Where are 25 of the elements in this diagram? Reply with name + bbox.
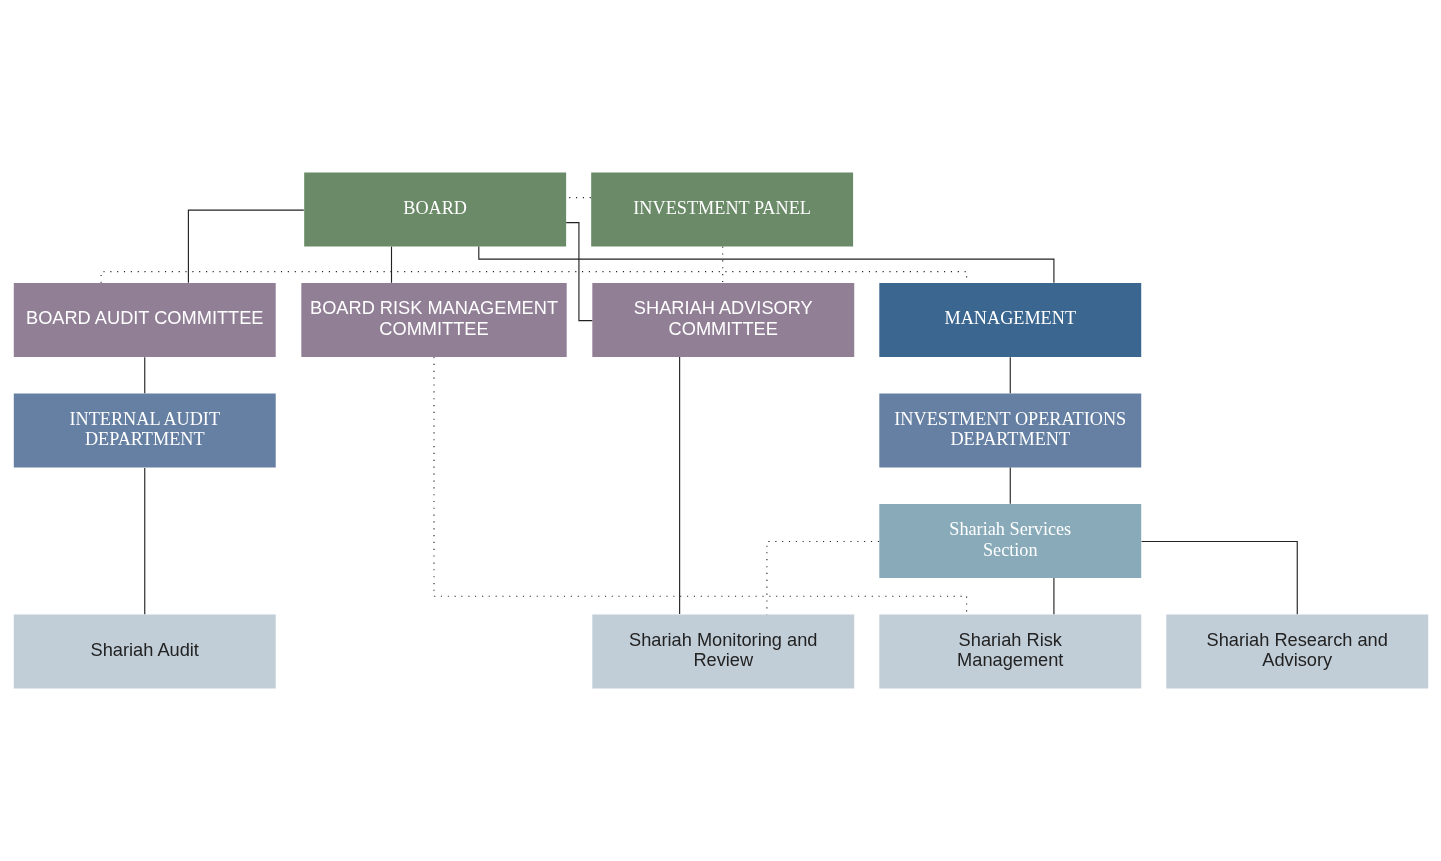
- connector: [1052, 577, 1054, 615]
- node-box: INTERNAL AUDIT DEPARTMENT: [13, 393, 276, 468]
- connector: [432, 356, 967, 615]
- node-box: Shariah Research and Advisory: [1165, 614, 1428, 689]
- node-box: SHARIAH ADVISORY COMMITTEE: [591, 283, 854, 358]
- node-box: BOARD AUDIT COMMITTEE: [13, 283, 276, 358]
- connector: [187, 209, 304, 284]
- connector: [678, 356, 680, 615]
- connector: [1140, 540, 1298, 615]
- connector: [143, 467, 145, 615]
- node-box: BOARD RISK MANAGEMENT COMMITTEE: [300, 283, 567, 358]
- node-box: Shariah Risk Management: [878, 614, 1141, 689]
- node-box: Shariah Monitoring and Review: [591, 614, 854, 689]
- connector: [565, 222, 593, 322]
- node-box: MANAGEMENT: [878, 283, 1141, 358]
- connector: [1009, 356, 1011, 394]
- node-box: INVESTMENT PANEL: [590, 172, 853, 247]
- node-box: BOARD: [303, 172, 566, 247]
- connector: [390, 246, 392, 284]
- connector: [1009, 467, 1011, 505]
- node-box: INVESTMENT OPERATIONS DEPARTMENT: [878, 393, 1141, 468]
- node-box: Shariah Audit: [13, 614, 276, 689]
- node-box: Shariah Services Section: [878, 503, 1141, 578]
- connector: [143, 356, 145, 394]
- connector: [477, 246, 1054, 284]
